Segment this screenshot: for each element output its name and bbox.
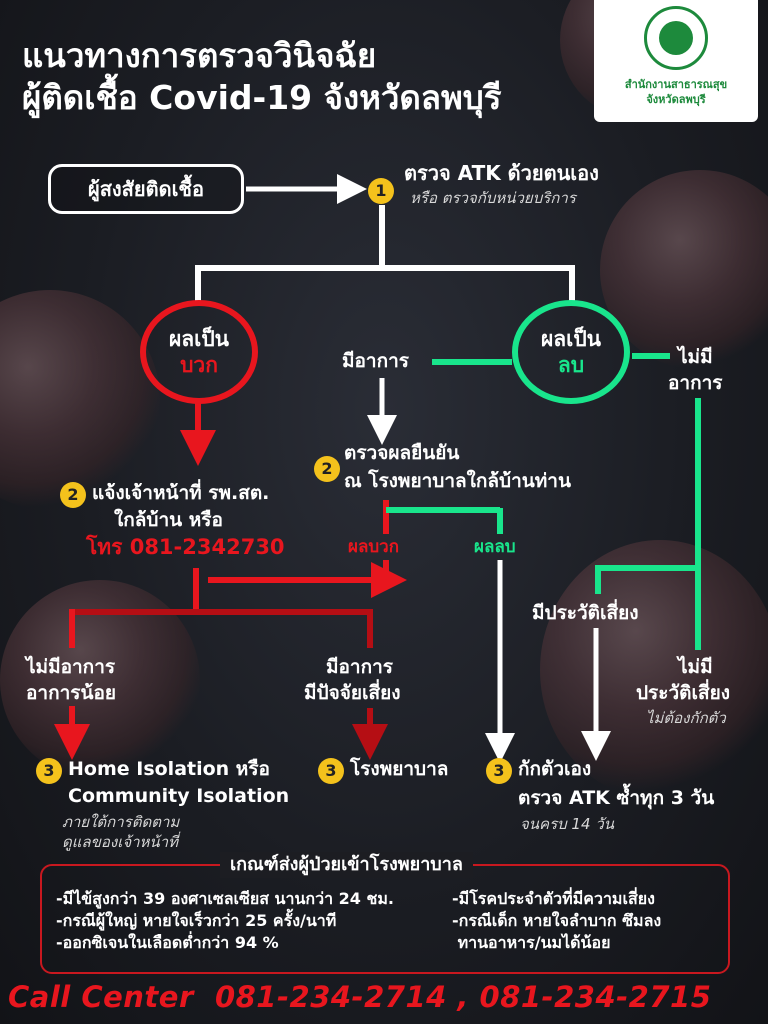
virus-decoration <box>600 170 768 370</box>
home-isolation-line2: Community Isolation <box>68 785 290 807</box>
step1-title: ตรวจ ATK ด้วยตนเอง <box>404 161 599 185</box>
no-symptoms-label-line2: อาการ <box>668 372 723 394</box>
mild-label-line2: อาการน้อย <box>26 682 116 704</box>
ministry-seal-icon <box>644 6 708 70</box>
confirm-negative-label: ผลลบ <box>474 537 516 557</box>
positive-result-circle: ผลเป็น บวก <box>140 300 258 404</box>
criteria-left-item: -ออกซิเจนในเลือดต่ำกว่า 94 % <box>56 933 279 952</box>
quarantine-line1: กักตัวเอง <box>518 758 592 780</box>
notify-phone: โทร 081-2342730 <box>86 535 285 559</box>
negative-result-circle: ผลเป็น ลบ <box>512 300 630 404</box>
page-title-line1: แนวทางการตรวจวินิจฉัย <box>22 36 377 75</box>
positive-label: ผลเป็น <box>168 327 230 351</box>
negative-value: ลบ <box>557 353 585 377</box>
quarantine-sub: จนครบ 14 วัน <box>520 815 614 833</box>
confirm-line2: ณ โรงพยาบาลใกล้บ้านท่าน <box>344 470 571 492</box>
home-isolation-line1: Home Isolation หรือ <box>68 758 270 780</box>
positive-value: บวก <box>180 353 218 377</box>
step3-badge-hospital: 3 <box>318 758 344 784</box>
negative-label: ผลเป็น <box>540 327 602 351</box>
criteria-right-item: -มีโรคประจำตัวที่มีความเสี่ยง <box>452 889 655 908</box>
suspect-box: ผู้สงสัยติดเชื้อ <box>48 164 244 214</box>
criteria-title: เกณฑ์ส่งผู้ป่วยเข้าโรงพยาบาล <box>220 852 473 878</box>
notify-line2: ใกล้บ้าน หรือ <box>114 509 223 531</box>
home-isolation-sub1: ภายใต้การติดตาม <box>62 813 180 831</box>
step2-badge-confirm: 2 <box>314 456 340 482</box>
no-risk-label-line1: ไม่มี <box>678 656 713 678</box>
no-risk-subtitle: ไม่ต้องกักตัว <box>646 709 726 727</box>
no-risk-label-line2: ประวัติเสี่ยง <box>636 682 730 704</box>
call-center-phones: Call Center 081-234-2714 , 081-234-2715 <box>8 980 712 1014</box>
criteria-right-item: ทานอาหาร/นมได้น้อย <box>452 933 611 952</box>
risk-label-line1: มีอาการ <box>326 656 393 678</box>
no-symptoms-label-line1: ไม่มี <box>678 346 713 368</box>
criteria-right-item: -กรณีเด็ก หายใจลำบาก ซึมลง <box>452 911 662 930</box>
notify-line1: แจ้งเจ้าหน้าที่ รพ.สต. <box>92 482 270 504</box>
criteria-left-item: -กรณีผู้ใหญ่ หายใจเร็วกว่า 25 ครั้ง/นาที <box>56 911 337 930</box>
virus-decoration <box>540 540 768 800</box>
criteria-left-item: -มีไข้สูงกว่า 39 องศาเซลเซียส นานกว่า 24… <box>56 889 394 908</box>
has-symptoms-label: มีอาการ <box>342 350 409 372</box>
ministry-logo: สำนักงานสาธารณสุข จังหวัดลพบุรี <box>594 0 758 122</box>
logo-caption-line2: จังหวัดลพบุรี <box>646 93 706 106</box>
logo-caption-line1: สำนักงานสาธารณสุข <box>624 78 728 91</box>
step3-badge-quarantine: 3 <box>486 758 512 784</box>
confirm-positive-label: ผลบวก <box>348 537 400 557</box>
step2-badge-notify: 2 <box>60 482 86 508</box>
mild-label-line1: ไม่มีอาการ <box>26 656 116 678</box>
hospital-label: โรงพยาบาล <box>350 758 449 780</box>
home-isolation-sub2: ดูแลของเจ้าหน้าที่ <box>62 833 178 851</box>
step1-subtitle: หรือ ตรวจกับหน่วยบริการ <box>410 189 576 207</box>
step3-badge-home: 3 <box>36 758 62 784</box>
quarantine-line2: ตรวจ ATK ซ้ำทุก 3 วัน <box>518 787 715 809</box>
has-risk-history-label: มีประวัติเสี่ยง <box>532 602 639 624</box>
confirm-line1: ตรวจผลยืนยัน <box>344 442 460 464</box>
step1-badge: 1 <box>368 178 394 204</box>
risk-label-line2: มีปัจจัยเสี่ยง <box>304 682 401 704</box>
page-title-line2: ผู้ติดเชื้อ Covid-19 จังหวัดลพบุรี <box>22 78 502 117</box>
